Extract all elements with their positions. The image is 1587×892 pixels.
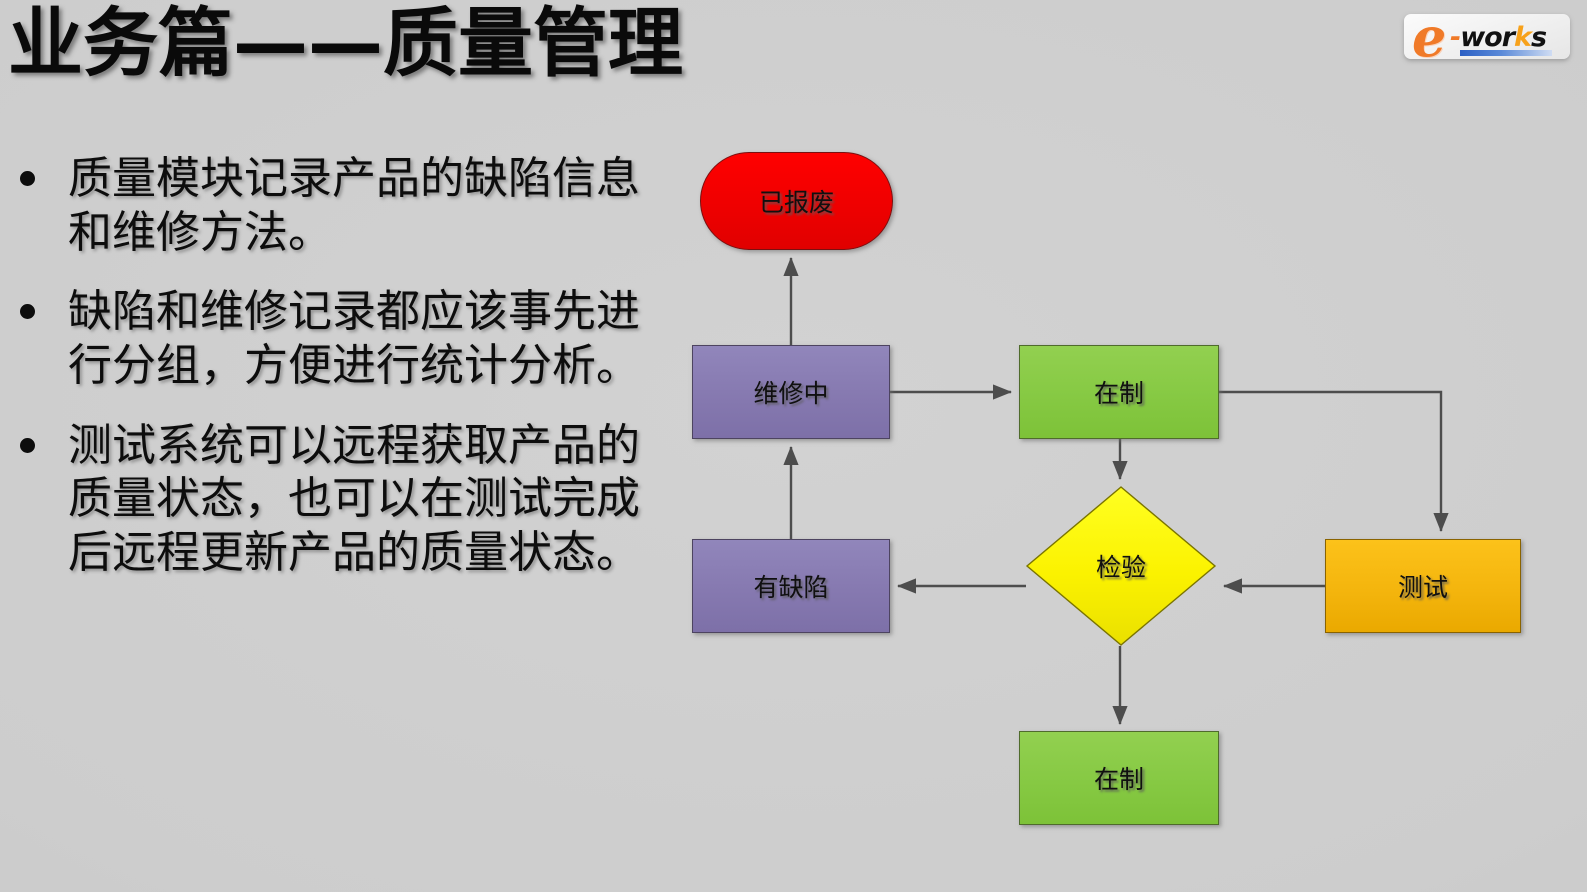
flow-node-label: 维修中 <box>753 379 829 408</box>
diamond-shape-icon <box>1025 486 1217 646</box>
logo-k: k <box>1514 22 1532 53</box>
flow-node-label: 在制 <box>1093 379 1144 408</box>
bullet-text: 缺陷和维修记录都应该事先进行分组，方便进行统计分析。 <box>68 286 640 392</box>
logo-dash: - <box>1450 22 1461 53</box>
flow-node-wip-top[interactable]: 在制 <box>1019 345 1219 439</box>
list-item: 测试系统可以远程获取产品的质量状态，也可以在测试完成后远程更新产品的质量状态。 <box>6 419 646 580</box>
logo-blue-bar <box>1460 50 1552 56</box>
logo-wor: wor <box>1460 22 1515 53</box>
bullet-dot-icon <box>20 304 35 320</box>
flow-node-test[interactable]: 测试 <box>1325 539 1521 633</box>
flow-node-scrapped[interactable]: 已报废 <box>700 152 893 250</box>
logo-s: s <box>1531 22 1547 53</box>
bullet-dot-icon <box>20 437 35 453</box>
flow-node-label: 测试 <box>1397 573 1448 602</box>
flow-node-label: 已报废 <box>758 188 834 217</box>
flow-node-label: 有缺陷 <box>753 573 829 602</box>
list-item: 质量模块记录产品的缺陷信息和维修方法。 <box>6 152 646 259</box>
bullet-dot-icon <box>20 171 35 186</box>
flow-node-label: 在制 <box>1093 765 1144 794</box>
eworks-logo: e -works <box>1404 14 1570 59</box>
flow-node-defective[interactable]: 有缺陷 <box>692 539 890 633</box>
bullet-list: 质量模块记录产品的缺陷信息和维修方法。 缺陷和维修记录都应该事先进行分组，方便进… <box>6 152 646 606</box>
flow-node-repairing[interactable]: 维修中 <box>692 345 890 439</box>
flow-node-wip-bottom[interactable]: 在制 <box>1019 731 1219 825</box>
bullet-text: 测试系统可以远程获取产品的质量状态，也可以在测试完成后远程更新产品的质量状态。 <box>68 419 640 579</box>
bullet-text: 质量模块记录产品的缺陷信息和维修方法。 <box>68 153 640 258</box>
list-item: 缺陷和维修记录都应该事先进行分组，方便进行统计分析。 <box>6 285 646 392</box>
page-title: 业务篇——质量管理 <box>8 0 684 87</box>
edge-wip-top-to-test <box>1219 390 1449 532</box>
flow-node-inspection[interactable]: 检验 <box>1025 486 1217 646</box>
logo-wordmark: -works <box>1450 22 1547 53</box>
logo-letter-e-icon: e <box>1412 14 1447 59</box>
